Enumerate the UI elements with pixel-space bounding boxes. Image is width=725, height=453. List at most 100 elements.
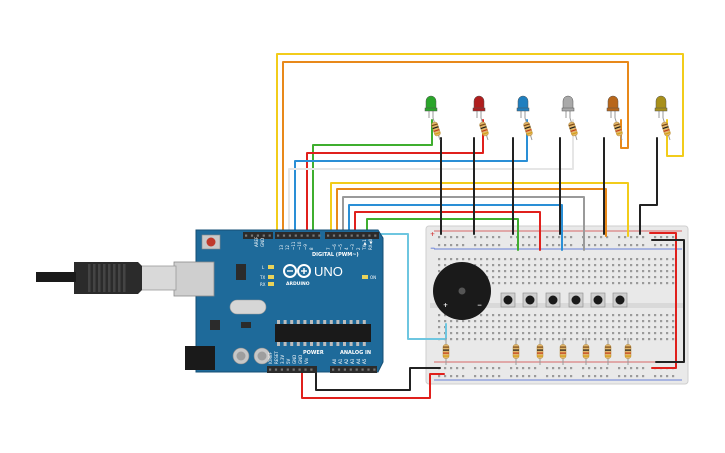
led-orange[interactable] xyxy=(606,95,620,118)
led-yellow[interactable] xyxy=(654,95,668,118)
digital-pwm-label: DIGITAL (PWM~) xyxy=(312,252,359,258)
rail-plus-label: + xyxy=(430,231,435,238)
wire-yellow-button[interactable] xyxy=(330,182,629,237)
digital-pin-label: ~9 xyxy=(303,244,308,250)
led-green[interactable] xyxy=(424,95,438,118)
led-resistor[interactable] xyxy=(431,117,441,141)
led-red[interactable] xyxy=(472,95,486,118)
header-analog xyxy=(330,366,377,373)
buzzer-plus-label: + xyxy=(443,302,448,309)
resistor[interactable] xyxy=(512,338,520,365)
dc-power-jack[interactable] xyxy=(185,346,215,370)
wire-gnd-black[interactable] xyxy=(315,367,441,391)
analog-pin-label: A3 xyxy=(350,358,355,364)
power-pin-label: 5V xyxy=(286,358,291,364)
led-resistor[interactable] xyxy=(479,117,489,141)
analog-pin-label: A1 xyxy=(338,358,343,364)
digital-pin-label: 7 xyxy=(326,247,331,250)
push-button[interactable] xyxy=(612,292,628,308)
wire-red-button[interactable] xyxy=(354,211,541,251)
digital-pin-label: 2 xyxy=(356,247,361,250)
arduino-uno-board[interactable]: UNO ARDUINO DIGITAL (PWM~) POWER ANALOG … xyxy=(173,229,384,373)
digital-pin-label: ~3 xyxy=(350,244,355,250)
wire-rail-red-right[interactable] xyxy=(649,232,677,369)
resistor[interactable] xyxy=(624,338,632,365)
power-pin-label: Vin xyxy=(304,357,309,364)
wire-cyan-buzzer[interactable] xyxy=(372,233,447,340)
led-tx-label: TX xyxy=(259,275,265,280)
usb-cable[interactable] xyxy=(36,262,177,294)
digital-pin-label: ~6 xyxy=(332,244,337,250)
piezo-buzzer[interactable]: + − xyxy=(433,262,491,320)
digital-pin-label: TX▶1 xyxy=(362,239,367,251)
usb-plug-metal xyxy=(139,265,177,291)
led-blue[interactable] xyxy=(516,95,530,118)
leds xyxy=(424,95,671,141)
wire-led-drop-6[interactable] xyxy=(639,137,658,235)
atmega-microcontroller xyxy=(275,324,371,342)
wire-gray-button[interactable] xyxy=(342,196,585,251)
wire-5v-red[interactable] xyxy=(301,369,445,399)
push-button[interactable] xyxy=(500,292,516,308)
wire-red-led[interactable] xyxy=(306,119,484,235)
push-button[interactable] xyxy=(522,292,538,308)
wire-orange-button[interactable] xyxy=(336,188,607,237)
power-pin-label: 3.3V xyxy=(280,355,285,364)
resistor[interactable] xyxy=(559,338,567,365)
led-resistor[interactable] xyxy=(568,117,578,141)
arduino-label: ARDUINO xyxy=(286,281,310,287)
wire-blue-led[interactable] xyxy=(294,119,528,235)
usb-port[interactable] xyxy=(173,261,215,297)
power-pin-label: GND xyxy=(298,355,303,364)
resistor[interactable] xyxy=(582,338,590,365)
led-on-indicator xyxy=(362,275,368,279)
digital-pin-label: 12 xyxy=(285,244,290,250)
icsp-header xyxy=(236,264,246,280)
led-rx-indicator xyxy=(268,282,274,286)
wires xyxy=(276,53,685,399)
resistor[interactable] xyxy=(604,338,612,365)
buzzer-minus-label: − xyxy=(477,302,482,309)
analog-pin-label: A5 xyxy=(362,358,367,364)
push-button[interactable] xyxy=(545,292,561,308)
arduino-infinity-logo xyxy=(283,264,311,278)
push-buttons xyxy=(500,292,628,308)
wire-green-led[interactable] xyxy=(312,119,433,235)
crystal-oscillator xyxy=(229,299,267,315)
digital-pin-label: ~10 xyxy=(297,241,302,250)
analog-in-label: ANALOG IN xyxy=(340,350,371,356)
header-holes xyxy=(245,234,377,371)
digital-pin-label: ~11 xyxy=(291,241,296,250)
wire-green-button[interactable] xyxy=(366,218,519,251)
analog-pin-label: A4 xyxy=(356,358,361,364)
aref-label: AREF xyxy=(254,236,259,247)
gnd-label: GND xyxy=(260,238,265,247)
digital-pin-label: ~5 xyxy=(338,244,343,250)
push-button[interactable] xyxy=(590,292,606,308)
led-rx-label: RX xyxy=(260,282,266,287)
wire-rail-black-right[interactable] xyxy=(651,239,685,363)
resistor[interactable] xyxy=(536,338,544,365)
led-resistor[interactable] xyxy=(661,117,671,141)
wire-white-led[interactable] xyxy=(288,119,574,235)
wire-blue-button[interactable] xyxy=(348,204,563,251)
reset-button[interactable] xyxy=(206,237,216,247)
led-resistor[interactable] xyxy=(523,117,533,141)
analog-pin-label: A2 xyxy=(344,358,349,364)
led-tx-indicator xyxy=(268,275,274,279)
chip-pins xyxy=(277,320,366,346)
uno-label: UNO xyxy=(314,264,343,279)
led-resistor[interactable] xyxy=(613,117,623,141)
header-power xyxy=(267,366,317,373)
resistor[interactable] xyxy=(442,338,450,365)
led-white[interactable] xyxy=(561,95,575,118)
on-label: ON xyxy=(370,275,376,280)
wire-yellow-loop[interactable] xyxy=(276,53,684,235)
wire-orange-loop[interactable] xyxy=(282,61,629,235)
digital-pin-label: 8 xyxy=(309,247,314,250)
push-button[interactable] xyxy=(568,292,584,308)
analog-pin-label: A0 xyxy=(332,358,337,364)
